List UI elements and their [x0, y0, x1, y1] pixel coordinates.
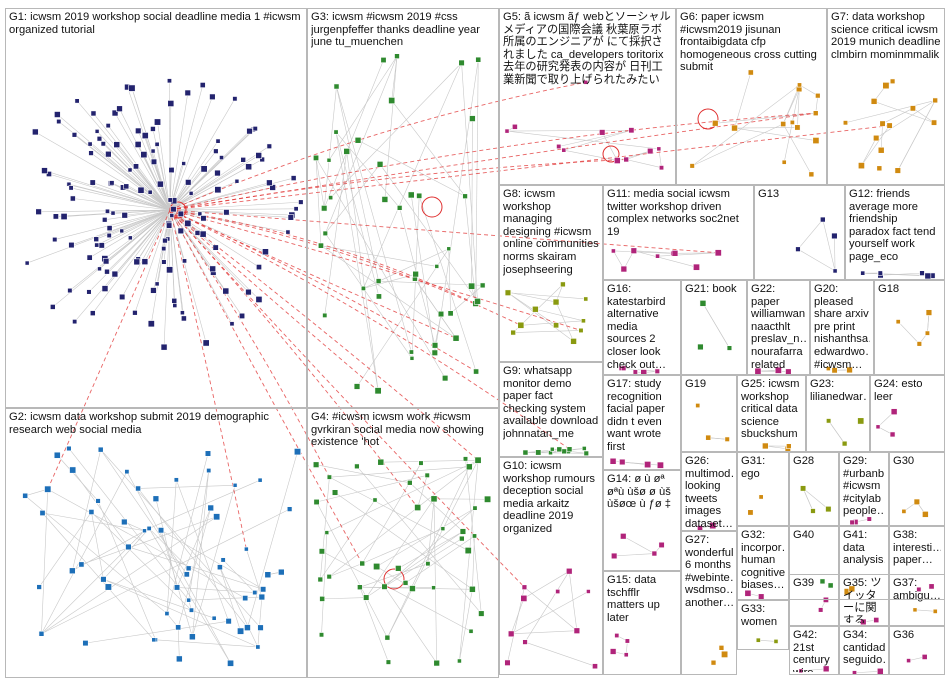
group-box-g8 [499, 185, 603, 362]
group-box-g40 [789, 526, 839, 600]
group-box-g41 [839, 526, 889, 600]
group-box-g9 [499, 362, 603, 457]
group-box-g33 [737, 600, 789, 650]
group-box-g23 [806, 375, 870, 452]
group-box-g1 [5, 8, 307, 408]
group-box-g15 [603, 571, 681, 675]
group-box-g34 [839, 626, 889, 675]
group-box-g31 [737, 452, 789, 526]
group-box-g18 [874, 280, 945, 375]
group-box-g20 [810, 280, 874, 375]
group-box-g6 [676, 8, 827, 185]
group-box-g10 [499, 457, 603, 675]
group-box-g5 [499, 8, 676, 185]
group-box-g2 [5, 408, 307, 678]
group-box-g25 [737, 375, 806, 452]
group-box-g28 [789, 452, 839, 526]
group-box-g29 [839, 452, 889, 526]
group-box-g26 [681, 452, 737, 531]
group-box-g7 [827, 8, 945, 185]
group-box-g13 [754, 185, 845, 280]
group-box-g11 [603, 185, 754, 280]
group-box-g42 [789, 626, 839, 675]
group-box-g19 [681, 375, 737, 452]
group-box-g17 [603, 375, 681, 470]
group-box-g24 [870, 375, 945, 452]
group-box-g14 [603, 470, 681, 571]
group-box-g22 [747, 280, 810, 375]
group-box-g32 [737, 526, 789, 600]
group-box-g12 [845, 185, 945, 280]
group-box-g30 [889, 452, 945, 526]
group-box-g16 [603, 280, 681, 375]
group-box-g36 [889, 626, 945, 675]
group-box-g21 [681, 280, 747, 375]
group-box-g4 [307, 408, 499, 678]
group-box-g38 [889, 526, 945, 600]
group-box-g27 [681, 531, 737, 675]
group-box-g3 [307, 8, 499, 408]
